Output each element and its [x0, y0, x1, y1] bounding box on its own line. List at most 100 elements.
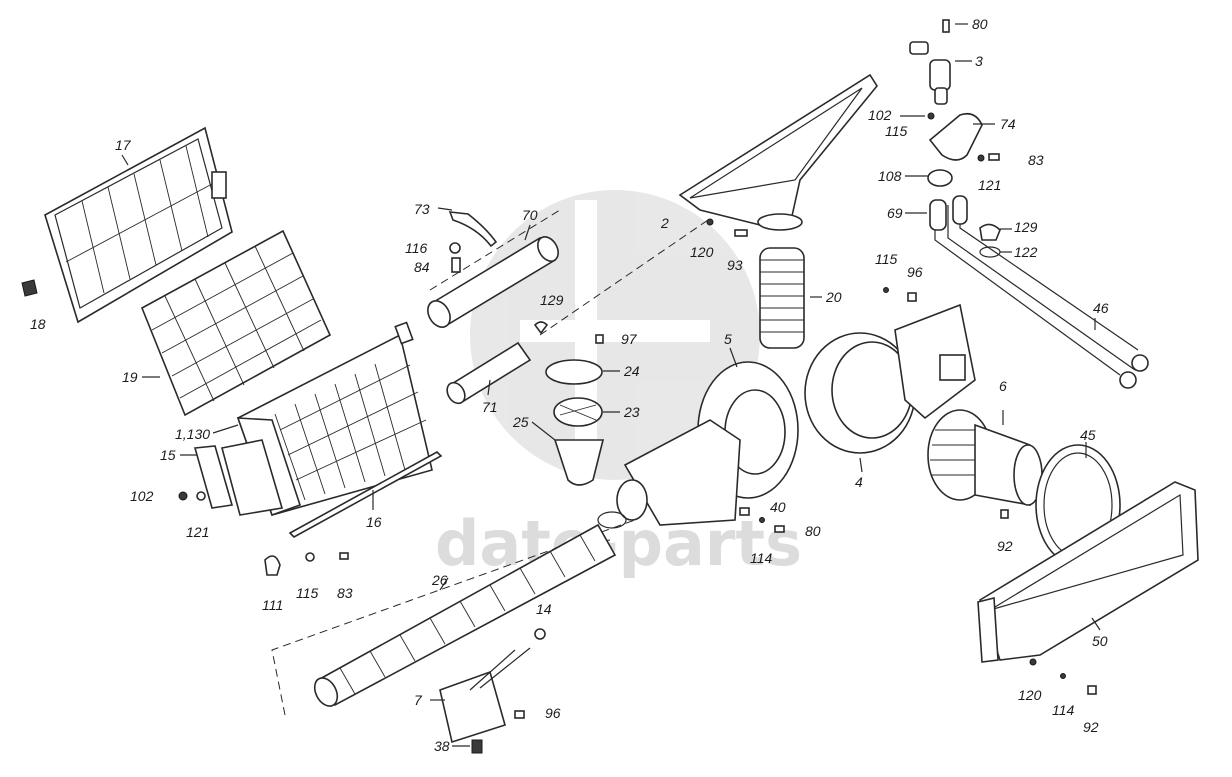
washer-114b [1060, 673, 1066, 679]
callout-71: 71 [482, 399, 498, 415]
callout-40: 40 [770, 499, 786, 515]
callout-14: 14 [536, 601, 552, 617]
callout-25: 25 [512, 414, 529, 430]
callout-129-mid: 129 [540, 292, 564, 308]
screw-83-top [988, 153, 1000, 161]
callout-114-right: 114 [1052, 702, 1075, 718]
callout-69: 69 [887, 205, 903, 221]
washer-115b [883, 287, 889, 293]
callout-121-left: 121 [186, 524, 209, 540]
air-duct-2 [678, 73, 878, 231]
callout-50: 50 [1092, 633, 1108, 649]
callout-93: 93 [727, 257, 743, 273]
grommet-14 [534, 628, 546, 640]
screen-23 [553, 397, 603, 427]
callout-70: 70 [522, 207, 538, 223]
callout-74: 74 [1000, 116, 1016, 132]
clip-129 [533, 321, 549, 335]
bracket-plate [221, 439, 284, 516]
clamp-73 [448, 211, 498, 248]
callout-16: 16 [366, 514, 382, 530]
callout-84: 84 [414, 259, 430, 275]
washer-114 [759, 517, 765, 523]
clip-18 [21, 279, 38, 297]
callout-96-bottom: 96 [545, 705, 561, 721]
callout-80-mid: 80 [805, 523, 821, 539]
callout-122: 122 [1014, 244, 1038, 260]
switch-panel-7 [439, 647, 531, 744]
mesh-filter-19 [140, 229, 332, 417]
washer-115 [305, 552, 315, 562]
callout-102-left: 102 [130, 488, 154, 504]
callout-92: 92 [997, 538, 1013, 554]
callout-97: 97 [621, 331, 638, 347]
nut-120b [1029, 658, 1037, 666]
callout-115-left: 115 [296, 585, 319, 601]
callout-20: 20 [825, 289, 842, 305]
callout-80: 80 [972, 16, 988, 32]
knob-38 [471, 739, 483, 754]
callout-108: 108 [878, 168, 902, 184]
clamp-111 [264, 555, 281, 576]
callout-1-130: 1,130 [175, 426, 210, 442]
callout-18: 18 [30, 316, 46, 332]
cover-50 [977, 481, 1199, 663]
callout-15: 15 [160, 447, 176, 463]
callout-114: 114 [750, 550, 773, 566]
callout-102: 102 [868, 107, 892, 123]
plate-15 [193, 445, 234, 509]
callout-45: 45 [1080, 427, 1096, 443]
screw-92b [1087, 685, 1097, 695]
callout-labels: 80 3 102 115 74 83 121 108 69 129 122 46… [30, 16, 1109, 754]
nut-120 [706, 218, 714, 226]
blower-motor-6 [927, 409, 1043, 506]
clip-129-right [979, 223, 1001, 241]
washer-116 [449, 242, 461, 254]
callout-83-left: 83 [337, 585, 353, 601]
screw-83 [339, 552, 349, 560]
callout-73: 73 [414, 201, 430, 217]
tube-70 [427, 236, 559, 328]
callout-120-right: 120 [1018, 687, 1042, 703]
tube-71 [446, 341, 532, 405]
callout-111: 111 [262, 597, 283, 613]
strip-16 [288, 451, 443, 538]
corrugated-hose-26 [313, 523, 617, 707]
callout-17: 17 [115, 137, 132, 153]
callout-5: 5 [724, 331, 732, 347]
callout-92-right: 92 [1083, 719, 1099, 735]
callout-6: 6 [999, 378, 1007, 394]
screw-93 [734, 229, 748, 237]
filter-frame-17 [44, 126, 233, 324]
nut-108 [927, 169, 953, 187]
callout-116: 116 [405, 240, 428, 256]
screw-80b [774, 525, 785, 533]
callout-46: 46 [1093, 300, 1109, 316]
callout-7: 7 [414, 692, 423, 708]
washer-121-top [977, 154, 985, 162]
bolt-84 [451, 257, 461, 273]
blower-housing-5 [616, 361, 799, 526]
screw-92 [1000, 509, 1009, 519]
callout-2: 2 [660, 215, 669, 231]
ring [597, 511, 627, 529]
nut-102 [178, 491, 188, 501]
callout-4: 4 [855, 474, 863, 490]
callout-23: 23 [623, 404, 640, 420]
callout-24: 24 [623, 363, 640, 379]
callout-115: 115 [885, 123, 908, 139]
flange-24 [545, 359, 603, 385]
watermark-text: date-parts [435, 507, 802, 580]
callout-115-mid: 115 [875, 251, 898, 267]
screw-96 [907, 292, 917, 302]
callout-96: 96 [907, 264, 923, 280]
valve-3 [909, 41, 951, 105]
callout-83: 83 [1028, 152, 1044, 168]
callout-129: 129 [1014, 219, 1038, 235]
nut-102-top [927, 112, 935, 120]
clip-40 [739, 507, 750, 516]
bracket-74 [928, 112, 983, 161]
nozzle-25 [553, 439, 605, 486]
